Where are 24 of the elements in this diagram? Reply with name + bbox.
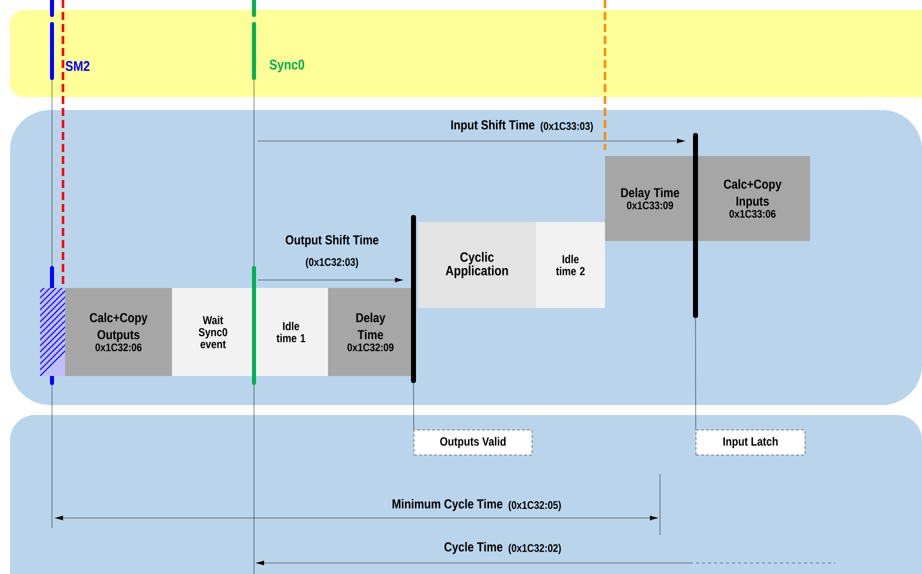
idle-block: Idle time 2 (536, 222, 605, 308)
process-block: Delay Time 0x1C33:09 (605, 156, 695, 241)
time-label: (0x1C32:02) (508, 544, 561, 554)
time-label: Minimum Cycle Time (392, 498, 502, 512)
idle-block: Wait Sync0 event (172, 288, 254, 376)
time-label: Cycle Time (444, 542, 502, 554)
signal-label: Sync0 (270, 60, 304, 72)
process-block: Calc+Copy Outputs 0x1C32:06 (65, 288, 172, 376)
time-label: Input Shift Time (451, 120, 534, 132)
time-label: Output Shift Time (286, 234, 378, 248)
process-block: Delay Time 0x1C32:09 (328, 288, 413, 376)
signal-label: SM2 (66, 61, 90, 71)
time-label: (0x1C32:03) (306, 258, 358, 268)
application-block: Cyclic Application (418, 222, 536, 308)
event-callout: Outputs Valid (414, 430, 532, 456)
event-callout: Input Latch (696, 430, 806, 456)
process-block: Calc+Copy Inputs 0x1C33:06 (695, 156, 810, 241)
leader-line (413, 383, 414, 430)
idle-block: Idle time 1 (254, 288, 328, 376)
event-bar (411, 215, 416, 383)
time-label: (0x1C33:03) (540, 122, 593, 132)
leader-line (695, 318, 696, 430)
time-label: (0x1C32:05) (508, 500, 561, 512)
event-bar (693, 133, 698, 318)
